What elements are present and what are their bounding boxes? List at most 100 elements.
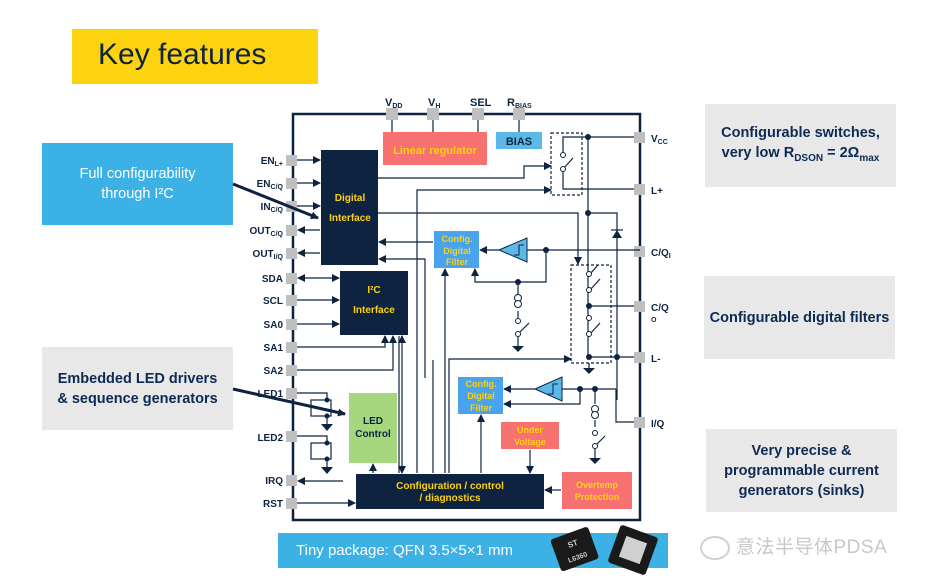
- under-voltage-label: Under: [517, 425, 544, 435]
- callout-line: programmable current: [724, 462, 879, 479]
- svg-text:SDA: SDA: [262, 274, 283, 285]
- svg-text:O: O: [651, 317, 657, 324]
- right-pin-labels: VCC L+ C/QI C/Q O L- I/Q: [651, 134, 671, 430]
- callout-line: Very precise &: [751, 442, 852, 459]
- callout-line: & sequence generators: [57, 390, 218, 407]
- svg-text:SA1: SA1: [264, 343, 284, 354]
- chip-outline: [291, 112, 642, 522]
- svg-text:SA2: SA2: [264, 366, 284, 377]
- filter-label: Config.: [442, 234, 473, 244]
- callout-line: Embedded LED drivers: [57, 370, 218, 387]
- callout-digital-filters: Configurable digital filters: [704, 276, 895, 359]
- filter-label: Digital: [443, 246, 471, 256]
- svg-text:ENL+: ENL+: [261, 156, 283, 168]
- overtemp-label: Protection: [575, 492, 620, 502]
- callout-line: Full configurability: [79, 166, 196, 182]
- text-sub: DSON: [794, 152, 824, 164]
- svg-text:LED2: LED2: [257, 433, 283, 444]
- comparator-1: [497, 237, 528, 263]
- under-voltage-block: [501, 422, 559, 449]
- text-span: = 2Ω: [823, 144, 860, 161]
- package-label: Tiny package: QFN 3.5×5×1 mm: [296, 542, 514, 559]
- callout-line: Configurable switches,: [721, 124, 880, 141]
- filter-label: Filter: [470, 403, 493, 413]
- i2c-interface-label: I²C: [367, 285, 380, 296]
- zener-diode: [612, 230, 622, 238]
- filter-label: Filter: [446, 257, 469, 267]
- page-title: Key features: [98, 38, 267, 71]
- callout-line: Configurable digital filters: [709, 309, 890, 326]
- chip-top-icon: ST L6360: [550, 527, 599, 572]
- svg-text:L+: L+: [651, 186, 663, 197]
- i2c-interface-label: Interface: [353, 305, 395, 316]
- svg-text:ENC/Q: ENC/Q: [257, 179, 284, 191]
- chip-bottom-icon: [608, 525, 658, 575]
- svg-text:L-: L-: [651, 354, 660, 365]
- config-digital-filter-1: [434, 231, 479, 268]
- pin-sel: [472, 108, 484, 120]
- led-control-block: [349, 393, 397, 463]
- bias-label: BIAS: [506, 136, 532, 148]
- text-span: very low R: [721, 144, 795, 161]
- callout-pointer-led: [232, 387, 346, 417]
- pin-vh: [427, 108, 439, 120]
- digital-interface-label: Interface: [329, 213, 371, 224]
- wechat-icon: [700, 535, 730, 560]
- led-control-label: Control: [355, 429, 391, 440]
- under-voltage-label: Voltage: [514, 437, 546, 447]
- svg-text:SCL: SCL: [263, 296, 283, 307]
- svg-text:RST: RST: [263, 499, 283, 510]
- svg-text:IRQ: IRQ: [265, 476, 283, 487]
- svg-text:C/Q: C/Q: [651, 303, 669, 314]
- callout-i2c-configurability: Full configurability through I²C: [42, 143, 233, 225]
- svg-text:ST: ST: [566, 538, 579, 550]
- top-pins: VDD VH SEL RBIAS: [385, 97, 532, 132]
- comparator-2: [533, 376, 563, 402]
- i2c-interface-block: [340, 271, 408, 335]
- svg-text:SA0: SA0: [264, 320, 284, 331]
- pin-label-sel: SEL: [470, 97, 492, 109]
- watermark-label: 意法半导体PDSA: [736, 537, 888, 558]
- linear-regulator-label: Linear regulator: [393, 145, 477, 157]
- callout-current-generators: Very precise & programmable current genera…: [706, 429, 897, 512]
- svg-text:C/QI: C/QI: [651, 248, 671, 260]
- right-pins: [634, 132, 645, 428]
- overtemp-block: [562, 472, 632, 509]
- config-control-label: / diagnostics: [419, 493, 481, 504]
- pin-label-vdd: VDD: [385, 97, 402, 110]
- left-pin-labels: ENL+ ENC/Q INC/Q OUTC/Q OUTI/Q SDA SCL S…: [249, 156, 283, 510]
- overtemp-label: Overtemp: [576, 480, 619, 490]
- bias-block: [496, 132, 542, 149]
- svg-text:OUTC/Q: OUTC/Q: [249, 226, 283, 238]
- package-banner: [278, 533, 668, 568]
- pin-label-vh: VH: [428, 97, 440, 110]
- linear-regulator-block: [383, 132, 487, 165]
- callout-line: through I²C: [101, 186, 174, 202]
- digital-interface-block: [321, 150, 378, 265]
- callout-configurable-switches: Configurable switches, very low RDSON = …: [705, 104, 896, 187]
- callout-led-drivers: Embedded LED drivers & sequence generator…: [42, 347, 233, 430]
- chip-images: ST L6360: [550, 525, 658, 575]
- pin-vdd: [386, 108, 398, 120]
- title-banner: [72, 29, 318, 84]
- digital-interface-label: Digital: [335, 193, 366, 204]
- pin-rbias: [513, 108, 525, 120]
- svg-text:I/Q: I/Q: [651, 419, 665, 430]
- watermark-text: 意法半导体PDSA: [700, 532, 887, 560]
- text-sub: max: [859, 152, 880, 164]
- svg-text:OUTI/Q: OUTI/Q: [253, 249, 284, 261]
- svg-text:VCC: VCC: [651, 134, 668, 146]
- config-control-label: Configuration / control: [396, 481, 504, 492]
- callout-line: generators (sinks): [738, 482, 865, 499]
- filter-label: Config.: [466, 379, 497, 389]
- configuration-control-block: [356, 474, 544, 509]
- svg-text:LED1: LED1: [257, 389, 283, 400]
- callout-line: very low RDSON = 2Ωmax: [721, 143, 880, 169]
- filter-label: Digital: [467, 391, 495, 401]
- pin-label-rbias: RBIAS: [507, 97, 532, 110]
- svg-text:INC/Q: INC/Q: [261, 202, 284, 214]
- callout-pointer-i2c: [232, 182, 319, 220]
- led-control-label: LED: [363, 416, 383, 427]
- config-digital-filter-2: [458, 377, 503, 414]
